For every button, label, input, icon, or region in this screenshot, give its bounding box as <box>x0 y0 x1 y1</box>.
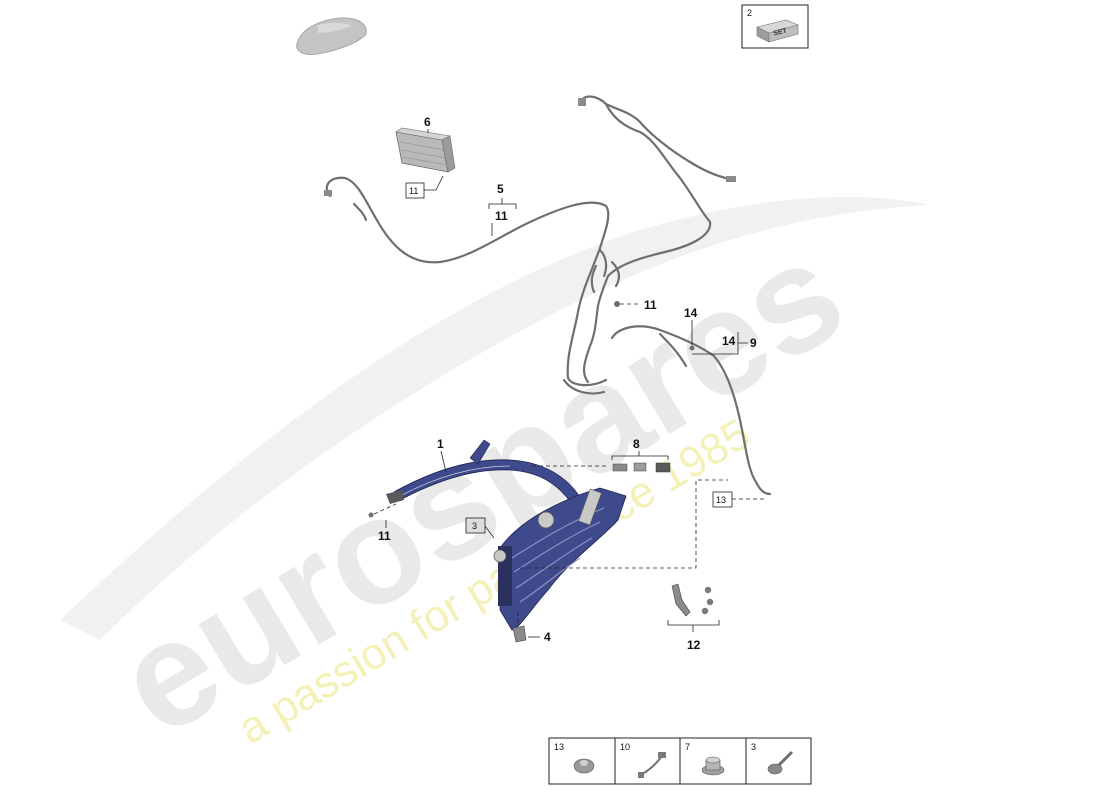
clip-part-11 <box>614 301 641 307</box>
legend-item-number: 7 <box>685 742 690 752</box>
set-box: 2 SET <box>741 4 809 49</box>
legend-item-number: 3 <box>751 742 756 752</box>
callout-box-3-label: 3 <box>472 521 477 531</box>
watermark-brand: eurospares <box>90 207 870 768</box>
callout-4: 4 <box>544 630 551 644</box>
callout-box-13 <box>712 491 733 508</box>
callout-5: 5 <box>497 182 504 196</box>
callout-11-clip: 11 <box>644 298 657 312</box>
watermark: eurospares a passion for parts since 198… <box>60 197 930 767</box>
callout-box-11a <box>405 182 425 199</box>
callout-1: 1 <box>437 437 444 451</box>
callout-6: 6 <box>424 115 431 129</box>
car-silhouette-icon <box>296 17 367 55</box>
callout-box-11a-label: 11 <box>409 186 418 196</box>
callout-14-top: 14 <box>684 306 698 320</box>
connectors-part-8 <box>612 462 671 473</box>
fastener-legend: 13 10 7 3 <box>548 737 812 785</box>
set-label: SET <box>773 27 789 37</box>
bracket-part-12 <box>671 583 714 617</box>
callout-8: 8 <box>633 437 640 451</box>
legend-item-number: 13 <box>554 742 564 752</box>
drive-unit-assembly <box>493 487 627 631</box>
nut-icon <box>573 758 595 774</box>
set-number: 2 <box>747 8 752 18</box>
bracket-part-4 <box>512 612 527 643</box>
wiring-harness-part-5 <box>324 95 737 395</box>
control-unit-part-6 <box>395 127 456 173</box>
legend-item-number: 10 <box>620 742 630 752</box>
callout-box-3 <box>465 517 486 534</box>
bolt-icon <box>767 750 794 775</box>
callout-11-harness: 11 <box>495 209 508 223</box>
flange-nut-icon <box>701 756 725 776</box>
callout-11-lower: 11 <box>378 529 391 543</box>
set-package-icon: SET <box>756 19 799 43</box>
clip-part-11-lower <box>368 503 397 518</box>
callout-12: 12 <box>687 638 701 652</box>
wire-clip-icon <box>638 752 666 778</box>
callout-14-side: 14 <box>722 334 736 348</box>
wiring-part-9 <box>610 325 772 496</box>
callout-9: 9 <box>750 336 757 350</box>
callout-box-13-label: 13 <box>716 495 726 505</box>
